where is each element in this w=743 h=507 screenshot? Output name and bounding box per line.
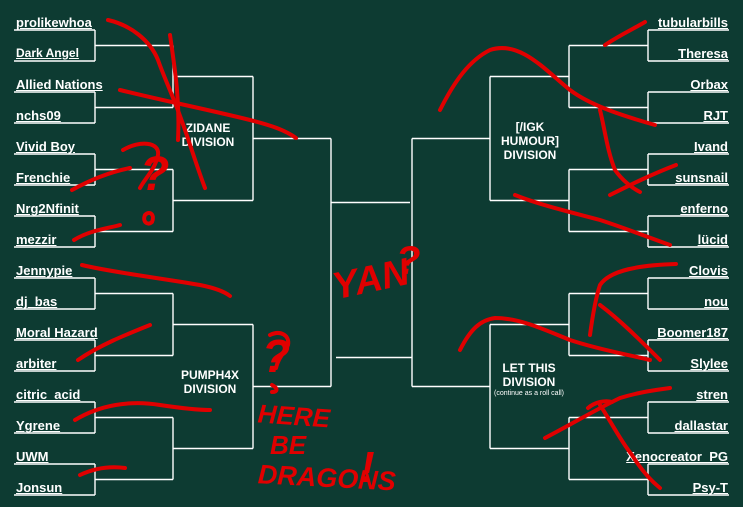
- right-entrant-name[interactable]: lücid: [697, 232, 728, 247]
- scribble-stroke: [543, 386, 672, 440]
- left-entrant-name[interactable]: Dark Angel: [16, 46, 79, 60]
- right-entrant-name[interactable]: Slylee: [690, 356, 728, 371]
- left-entrant-name[interactable]: Frenchie: [16, 170, 71, 185]
- left-entrant-name[interactable]: Allied Nations: [16, 77, 103, 92]
- division-label-line: ZIDANE: [185, 121, 231, 135]
- left-entrant-name[interactable]: nchs09: [16, 108, 61, 123]
- scribble-stroke: [268, 331, 291, 370]
- graffiti-question-mid: ?: [262, 330, 290, 382]
- division-label-line: HUMOUR]: [501, 134, 559, 148]
- scribble-stroke: [513, 193, 672, 247]
- left-entrant-name[interactable]: Jonsun: [16, 480, 63, 495]
- right-entrant-name[interactable]: stren: [696, 387, 728, 402]
- scribble-stroke: [438, 46, 657, 127]
- left-entrant-name[interactable]: citric_acid: [16, 387, 81, 402]
- left-entrant-name[interactable]: Vivid Boy: [16, 139, 76, 154]
- left-entrant-name[interactable]: Moral Hazard: [16, 325, 98, 340]
- left-entrant-name[interactable]: UWM: [16, 449, 49, 464]
- scribble-stroke: [70, 166, 132, 192]
- left-entrant-name[interactable]: Jennypie: [16, 263, 73, 278]
- scribble-stroke: [608, 163, 678, 197]
- scribble-stroke: [121, 141, 161, 190]
- left-entrant-name[interactable]: arbiter: [16, 356, 57, 371]
- division-label-let-this: LET THIS DIVISION (continue as a roll ca…: [487, 361, 571, 398]
- scribble-stroke: [106, 18, 207, 190]
- division-label-line: [/IGK: [515, 120, 545, 134]
- scribble-stroke: [72, 223, 122, 242]
- scribble-stroke: [78, 465, 127, 477]
- scribble-stroke: [142, 211, 155, 226]
- division-label-line: DIVISION: [183, 382, 237, 396]
- left-entrant-name[interactable]: prolikewhoa: [16, 15, 92, 30]
- right-entrant-name[interactable]: Ivand: [694, 139, 728, 154]
- right-entrant-name[interactable]: Xenocreator_PG: [626, 449, 728, 464]
- right-entrant-name[interactable]: enferno: [680, 201, 728, 216]
- division-note: (continue as a roll call): [493, 390, 565, 397]
- scribble-stroke: [80, 263, 232, 298]
- division-label-pumph4x: PUMPH4X DIVISION: [172, 368, 248, 396]
- right-entrant-name[interactable]: Theresa: [678, 46, 728, 61]
- right-entrant-name[interactable]: nou: [704, 294, 728, 309]
- graffiti-question-left: ?: [140, 148, 169, 201]
- scribble-stroke: [270, 383, 279, 394]
- scribble-stroke: [588, 262, 678, 337]
- right-entrant-name[interactable]: tubularbills: [657, 15, 728, 30]
- right-entrant-name[interactable]: Boomer187: [657, 325, 728, 340]
- scribble-stroke: [603, 20, 647, 47]
- scribble-stroke: [598, 403, 662, 490]
- left-entrant-name[interactable]: Nrg2Nfinit: [16, 201, 79, 216]
- graffiti-be: BE: [270, 430, 307, 460]
- right-entrant-name[interactable]: RJT: [703, 108, 728, 123]
- division-label-line: DIVISION: [181, 135, 235, 149]
- graffiti-yan-mark: ?: [396, 239, 420, 283]
- graffiti-dragons: DRAGONS: [257, 459, 396, 496]
- division-label-line: DIVISION: [503, 148, 557, 162]
- graffiti-dragons-mark: !: [360, 443, 375, 492]
- scribble-stroke: [598, 108, 642, 194]
- division-label-igk-humour: [/IGK HUMOUR] DIVISION: [492, 120, 568, 162]
- graffiti-here: HERE: [257, 398, 332, 433]
- scribble-stroke: [168, 33, 181, 142]
- division-label-line: LET THIS: [502, 361, 556, 375]
- division-label-line: DIVISION: [502, 375, 556, 389]
- scribble-stroke: [118, 88, 298, 140]
- left-entrant-name[interactable]: mezzir: [16, 232, 57, 247]
- division-label-zidane: ZIDANE DIVISION: [166, 121, 250, 149]
- right-entrant-name[interactable]: sunsnail: [675, 170, 728, 185]
- division-label-line: PUMPH4X: [180, 368, 239, 382]
- right-entrant-name[interactable]: Psy-T: [692, 480, 728, 495]
- scribble-stroke: [598, 303, 662, 362]
- left-entrant-name[interactable]: Ygrene: [16, 418, 61, 433]
- right-entrant-name[interactable]: dallastar: [674, 418, 728, 433]
- scribble-stroke: [586, 399, 614, 410]
- left-entrant-name[interactable]: dj_bas: [16, 294, 58, 309]
- right-entrant-name[interactable]: Clovis: [688, 263, 728, 278]
- right-entrant-name[interactable]: Orbax: [690, 77, 728, 92]
- scribble-stroke: [76, 323, 152, 362]
- scribble-stroke: [73, 401, 212, 422]
- scribble-stroke: [458, 316, 652, 362]
